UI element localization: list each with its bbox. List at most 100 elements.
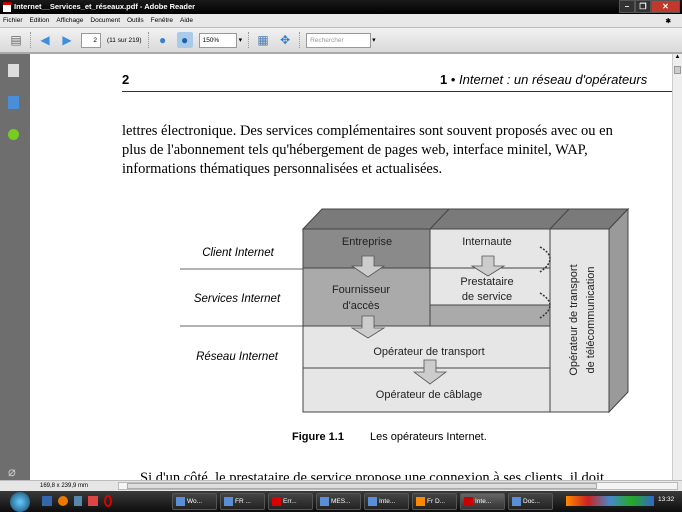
zoom-in-icon[interactable]: ● bbox=[176, 32, 193, 48]
row-label-services: Services Internet bbox=[194, 293, 281, 305]
arrow-down-icon bbox=[350, 255, 386, 278]
status-bar: 169,8 x 239,9 mm bbox=[0, 480, 682, 491]
page-count: (11 sur 219) bbox=[107, 36, 142, 44]
taskbar-item-active[interactable]: Inte... bbox=[460, 493, 505, 510]
menu-document[interactable]: Document bbox=[90, 17, 120, 24]
pdf-icon bbox=[3, 2, 11, 12]
page-number-input[interactable]: 2 bbox=[81, 32, 101, 48]
chapter-number: 1 bbox=[440, 72, 448, 87]
box-internaute-prestataire bbox=[429, 228, 551, 306]
start-button[interactable] bbox=[10, 492, 30, 512]
taskbar-item[interactable]: Doc... bbox=[508, 493, 553, 510]
label-telecom-1: Opérateur de transport bbox=[568, 264, 580, 375]
search-input[interactable]: Rechercher bbox=[306, 32, 372, 48]
taskbar-item[interactable]: MES... bbox=[316, 493, 361, 510]
pdf-page: 2 1 • Internet : un réseau d'opérateurs … bbox=[30, 54, 672, 480]
scroll-thumb[interactable] bbox=[674, 66, 681, 74]
figure-caption-label: Figure 1.1 bbox=[292, 431, 344, 443]
box-telecom bbox=[549, 228, 610, 413]
firefox-icon[interactable] bbox=[58, 496, 68, 506]
title-bar: Internet__Services_et_réseaux.pdf - Adob… bbox=[0, 0, 682, 14]
zoom-dropdown-icon[interactable]: ▾ bbox=[238, 37, 243, 44]
label-fournisseur-2: d'accès bbox=[343, 300, 380, 312]
menu-fichier[interactable]: Fichier bbox=[3, 17, 23, 24]
fit-page-icon[interactable]: ✥ bbox=[280, 33, 291, 47]
arrow-down-icon bbox=[412, 359, 448, 385]
header-rule bbox=[122, 91, 672, 92]
separator bbox=[299, 32, 301, 48]
scroll-up-icon[interactable]: ▲ bbox=[674, 54, 681, 60]
fit-width-icon[interactable]: ▦ bbox=[257, 33, 269, 47]
curved-arrow-icon bbox=[539, 292, 551, 319]
next-page-icon[interactable]: ▶ bbox=[62, 33, 72, 47]
close-button[interactable]: ✕ bbox=[651, 0, 680, 13]
row-label-client: Client Internet bbox=[202, 247, 274, 259]
curved-arrow-icon bbox=[539, 246, 551, 273]
page-number: 2 bbox=[122, 72, 130, 87]
label-fournisseur-1: Fournisseur bbox=[332, 284, 390, 296]
close-document-icon[interactable]: ✱ bbox=[665, 17, 671, 25]
arrow-down-icon bbox=[470, 255, 506, 277]
system-tray-icons[interactable] bbox=[566, 496, 654, 506]
box-dark bbox=[429, 304, 551, 327]
taskbar-item[interactable]: Wo... bbox=[172, 493, 217, 510]
taskbar-item[interactable]: Fr D... bbox=[412, 493, 457, 510]
zoom-out-icon[interactable]: ● bbox=[158, 33, 167, 47]
help-icon[interactable] bbox=[8, 129, 19, 140]
window-title: Internet__Services_et_réseaux.pdf - Adob… bbox=[14, 2, 196, 11]
text-line: lettres électronique. Des services compl… bbox=[122, 123, 613, 139]
taskbar-item[interactable]: FR ... bbox=[220, 493, 265, 510]
attachment-icon[interactable]: ⌀ bbox=[8, 464, 16, 479]
taskbar: Wo... FR ... Err... MES... Inte... Fr D.… bbox=[0, 491, 682, 512]
maximize-button[interactable]: ❐ bbox=[635, 0, 651, 13]
label-cablage: Opérateur de câblage bbox=[376, 389, 482, 401]
figure-diagram: Client Internet Services Internet Réseau… bbox=[180, 207, 630, 443]
label-entreprise: Entreprise bbox=[342, 236, 392, 248]
label-prestataire-2: de service bbox=[462, 291, 512, 303]
show-desktop-icon[interactable] bbox=[42, 496, 52, 506]
taskbar-item[interactable]: Inte... bbox=[364, 493, 409, 510]
bookmarks-icon[interactable] bbox=[8, 96, 19, 109]
navigation-pane: ⌀ bbox=[0, 54, 30, 490]
figure-caption-text: Les opérateurs Internet. bbox=[370, 431, 487, 443]
separator bbox=[248, 32, 250, 48]
print-icon[interactable]: ▤ bbox=[10, 33, 22, 47]
taskbar-item[interactable]: Err... bbox=[268, 493, 313, 510]
menu-edition[interactable]: Edition bbox=[29, 17, 50, 24]
vertical-scrollbar[interactable]: ▲ bbox=[672, 54, 682, 480]
zoom-input[interactable]: 150% bbox=[198, 32, 237, 48]
body-paragraph: lettres électronique. Des services compl… bbox=[122, 122, 613, 179]
menu-fenetre[interactable]: Fenêtre bbox=[150, 17, 174, 24]
pages-icon[interactable] bbox=[8, 64, 19, 77]
label-internaute: Internaute bbox=[462, 236, 512, 248]
label-telecom-2: de télécommunication bbox=[585, 266, 597, 373]
menu-affichage[interactable]: Affichage bbox=[56, 17, 84, 24]
clock: 13:32 bbox=[658, 496, 675, 503]
text-line: Si d'un côté, le prestataire de service … bbox=[140, 470, 605, 480]
menu-aide[interactable]: Aide bbox=[180, 17, 194, 24]
running-head: 1 • Internet : un réseau d'opérateurs bbox=[440, 72, 648, 87]
label-transport: Opérateur de transport bbox=[373, 346, 484, 358]
row-label-reseau: Réseau Internet bbox=[196, 351, 279, 363]
text-line: informations thématiques personnalisées … bbox=[122, 161, 443, 177]
chapter-title: Internet : un réseau d'opérateurs bbox=[459, 72, 648, 87]
previous-page-icon[interactable]: ◀ bbox=[40, 33, 50, 47]
horizontal-scrollbar[interactable] bbox=[118, 482, 678, 490]
app-icon[interactable] bbox=[74, 496, 82, 506]
menu-bar: Fichier Edition Affichage Document Outil… bbox=[0, 14, 682, 28]
text-line: plus de l'abonnement tels qu'hébergement… bbox=[122, 142, 588, 158]
arrow-down-icon bbox=[350, 315, 386, 339]
page-size: 169,8 x 239,9 mm bbox=[40, 483, 89, 489]
scroll-thumb[interactable] bbox=[127, 483, 597, 489]
separator bbox=[147, 32, 149, 48]
side-face bbox=[608, 207, 629, 414]
separator bbox=[30, 32, 31, 48]
search-dropdown-icon[interactable]: ▾ bbox=[372, 37, 376, 44]
minimize-button[interactable]: – bbox=[619, 0, 635, 13]
paint-icon[interactable] bbox=[88, 496, 98, 506]
label-prestataire-1: Prestataire bbox=[460, 276, 513, 288]
opera-icon[interactable] bbox=[104, 495, 112, 507]
toolbar: ▤ ◀ ▶ 2 (11 sur 219) ● ● 150% ▾ ▦ ✥ Rech… bbox=[0, 28, 682, 54]
menu-outils[interactable]: Outils bbox=[127, 17, 144, 24]
top-face bbox=[301, 208, 630, 230]
